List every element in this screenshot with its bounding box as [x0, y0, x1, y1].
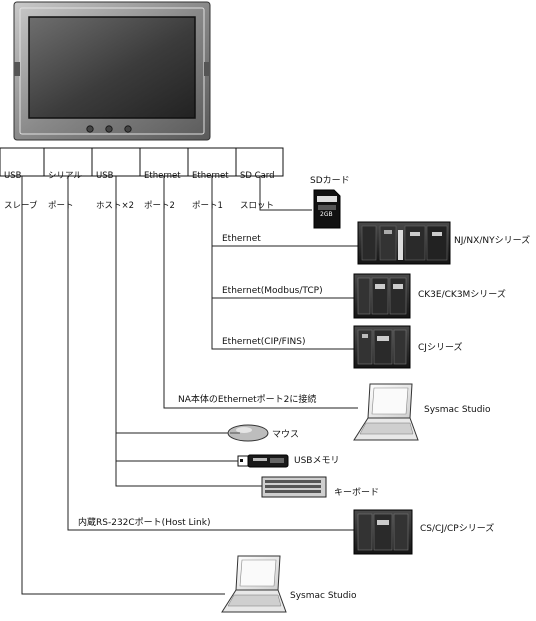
ck3e-series-label: CK3E/CK3Mシリーズ — [418, 290, 506, 300]
port-sdcard-line1: SD Card — [240, 171, 275, 181]
sd-card-label: SDカード — [310, 176, 350, 186]
usb-memory-label: USBメモリ — [294, 456, 340, 466]
cs-series-label: CS/CJ/CPシリーズ — [420, 524, 495, 534]
laptop-icon-2 — [221, 555, 287, 613]
port-table — [0, 147, 284, 177]
ck3e-controller-icon — [353, 273, 411, 319]
usb-memory-icon — [237, 454, 289, 468]
sysmac-studio-label-2: Sysmac Studio — [290, 591, 357, 601]
nj-controller-icon — [357, 221, 451, 265]
port-usb-slave-line2: スレーブ — [4, 201, 38, 211]
sd-card-icon — [313, 189, 341, 229]
connection-rs232c-label: 内蔵RS-232Cポート(Host Link) — [78, 518, 211, 528]
port-ethernet2-line1: Ethernet — [144, 171, 181, 181]
port-usb-slave-label: USB スレーブ — [4, 151, 38, 221]
connection-lines — [21, 176, 358, 595]
port-serial-line2: ポート — [48, 201, 74, 211]
port-ethernet1-label: Ethernet ポート1 — [192, 151, 229, 221]
nj-series-label: NJ/NX/NYシリーズ — [454, 236, 531, 246]
port-ethernet1-line1: Ethernet — [192, 171, 229, 181]
mouse-icon — [227, 424, 269, 442]
cj-plc-icon — [353, 325, 411, 369]
port-usb-slave-line1: USB — [4, 171, 22, 181]
cj-series-label: CJシリーズ — [418, 343, 463, 353]
port-sdcard-line2: スロット — [240, 201, 275, 211]
laptop-icon — [353, 383, 419, 441]
cs-plc-icon — [353, 509, 413, 555]
keyboard-label: キーボード — [334, 488, 380, 498]
hmi-panel — [13, 1, 211, 141]
port-usb-host-line2: ホスト×2 — [96, 201, 135, 211]
port-serial-line1: シリアル — [48, 171, 82, 181]
port-ethernet1-line2: ポート1 — [192, 201, 223, 211]
connection-port2-label: NA本体のEthernetポート2に接続 — [178, 395, 317, 405]
port-usb-host-line1: USB — [96, 171, 114, 181]
port-ethernet2-label: Ethernet ポート2 — [144, 151, 181, 221]
keyboard-icon — [261, 476, 327, 498]
mouse-label: マウス — [272, 430, 300, 440]
connection-modbus-label: Ethernet(Modbus/TCP) — [222, 286, 323, 296]
port-usb-host-label: USB ホスト×2 — [96, 151, 134, 221]
connection-cip-label: Ethernet(CIP/FINS) — [222, 337, 306, 347]
sd-card-capacity-label: 2GB — [320, 211, 333, 218]
port-sdcard-label: SD Card スロット — [240, 151, 275, 221]
sysmac-studio-label: Sysmac Studio — [424, 405, 491, 415]
connection-ethernet-label: Ethernet — [222, 234, 261, 244]
port-serial-label: シリアル ポート — [48, 151, 82, 221]
port-ethernet2-line2: ポート2 — [144, 201, 175, 211]
